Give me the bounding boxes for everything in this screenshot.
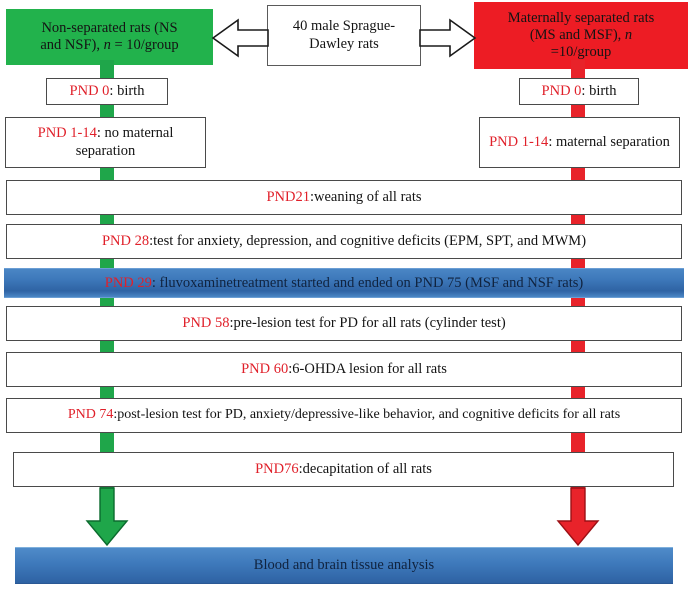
group-box-non-separated: Non-separated rats (NS and NSF), n = 10/… (6, 9, 213, 65)
shared-step-pnd58-text: :pre-lesion test for PD for all rats (cy… (229, 314, 506, 331)
shared-step-pnd28: PND 28:test for anxiety, depression, and… (6, 224, 682, 259)
right-block-arrow-icon (419, 18, 477, 58)
shared-step-pnd76-label: PND76 (255, 460, 299, 477)
group-right-line2-pre: (MS and MSF), (529, 26, 625, 43)
left-step-pnd0-text: : birth (109, 82, 145, 99)
left-block-arrow-icon (211, 18, 269, 58)
right-step-pnd1-14-label: PND 1-14 (489, 133, 549, 150)
shared-step-pnd58-label: PND 58 (182, 314, 230, 331)
right-step-pnd0-label: PND 0 (541, 82, 582, 99)
shared-step-pnd21: PND21:weaning of all rats (6, 180, 682, 215)
group-right-n: n (624, 26, 633, 43)
shared-step-pnd21-text: :weaning of all rats (309, 188, 422, 205)
left-step-pnd1-14-text: : no maternal separation (75, 125, 174, 159)
left-step-pnd1-14: PND 1-14: no maternal separation (5, 117, 206, 168)
shared-step-pnd76: PND76:decapitation of all rats (13, 452, 674, 487)
shared-step-pnd74-text: :post-lesion test for PD, anxiety/depres… (113, 407, 621, 423)
shared-step-pnd58: PND 58:pre-lesion test for PD for all ra… (6, 306, 682, 341)
shared-step-pnd29-text: : fluvoxaminetreatment started and ended… (151, 274, 584, 291)
shared-step-pnd60-text: :6-OHDA lesion for all rats (288, 360, 447, 377)
shared-step-pnd60-label: PND 60 (241, 360, 289, 377)
shared-step-pnd74-label: PND 74 (67, 407, 114, 423)
shared-step-pnd28-label: PND 28 (101, 232, 150, 249)
left-step-pnd0-label: PND 0 (69, 82, 110, 99)
group-left-n: n (103, 37, 111, 53)
shared-step-pnd74: PND 74:post-lesion test for PD, anxiety/… (6, 398, 682, 433)
right-step-pnd0-text: : birth (581, 82, 617, 99)
right-step-pnd1-14-text: : maternal separation (548, 133, 670, 150)
shared-step-pnd21-label: PND21 (266, 188, 310, 205)
right-step-pnd1-14: PND 1-14: maternal separation (479, 117, 680, 168)
group-right-line3: =10/group (550, 44, 612, 61)
shared-step-pnd29-label: PND 29 (104, 274, 152, 291)
group-left-line2-post: = 10/group (110, 37, 179, 53)
group-left-line1: Non-separated rats (NS (41, 19, 178, 36)
left-step-pnd0: PND 0: birth (46, 78, 168, 105)
group-box-maternally-separated: Maternally separated rats (MS and MSF), … (474, 2, 688, 69)
group-left-line2-pre: and NSF), (40, 37, 104, 53)
final-analysis-label: Blood and brain tissue analysis (253, 557, 435, 573)
source-box-sprague-dawley: 40 male Sprague- Dawley rats (267, 5, 421, 66)
group-right-line1: Maternally separated rats (507, 9, 655, 26)
shared-step-pnd29-treatment: PND 29: fluvoxaminetreatment started and… (4, 268, 684, 298)
shared-step-pnd76-text: :decapitation of all rats (298, 460, 432, 477)
source-line2: Dawley rats (309, 35, 379, 52)
left-step-pnd1-14-label: PND 1-14 (37, 125, 97, 142)
right-step-pnd0: PND 0: birth (519, 78, 639, 105)
shared-step-pnd60: PND 60:6-OHDA lesion for all rats (6, 352, 682, 387)
final-analysis-bar: Blood and brain tissue analysis (15, 547, 673, 584)
source-line1: 40 male Sprague- (292, 17, 396, 34)
shared-step-pnd28-text: :test for anxiety, depression, and cogni… (149, 232, 587, 249)
